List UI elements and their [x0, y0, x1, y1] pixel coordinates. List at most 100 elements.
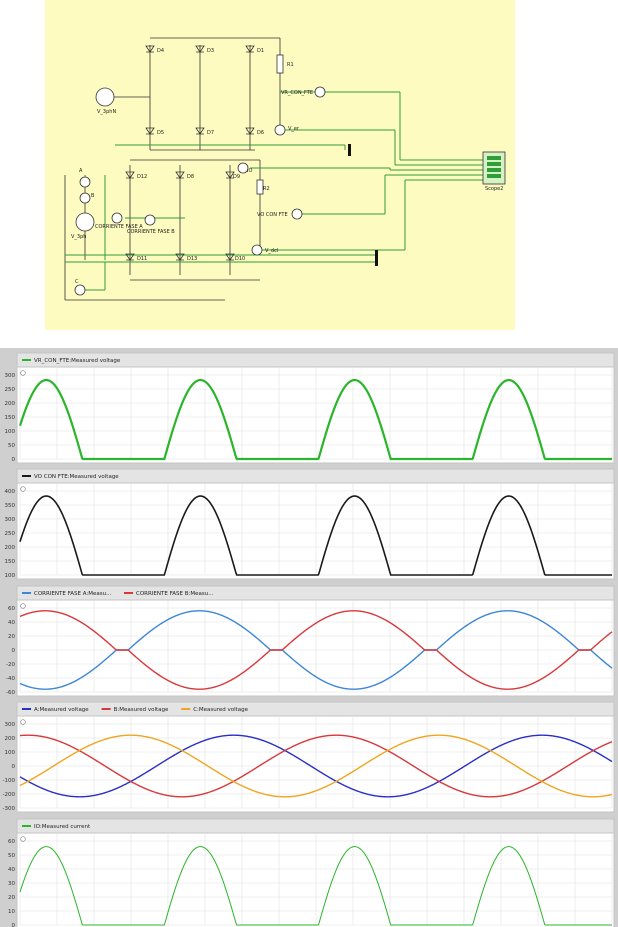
- label-v-dcl: V_dcl: [265, 248, 278, 254]
- panel-cursor-icon[interactable]: [20, 603, 26, 609]
- label-r1: R1: [287, 62, 294, 68]
- meter-symbols: [74, 86, 326, 296]
- y-tick-label: 200: [5, 736, 16, 742]
- y-tick-label: 0: [12, 457, 16, 463]
- legend-entry: B:Measured voltage: [114, 707, 169, 713]
- series-line: [19, 495, 612, 576]
- panel-plot-area: [16, 366, 615, 464]
- series-line: [19, 734, 613, 798]
- y-tick-label: 40: [8, 620, 15, 626]
- scope-panel-2: 400 350 300 250 200 150 100 VO CON FTE:Measured…: [5, 468, 615, 580]
- legend-entry: CORRIENTE FASE A:Measu...: [34, 591, 112, 597]
- y-tick-label: 0: [12, 923, 16, 927]
- y-tick-label: 50: [8, 853, 15, 859]
- y-tick-label: 50: [8, 443, 15, 449]
- series-line: [18, 378, 612, 461]
- y-tick-label: -300: [3, 806, 16, 812]
- y-tick-label: -40: [6, 676, 15, 682]
- label-vr-con-fte: VR_CON_FTE: [281, 90, 313, 96]
- label-d5: D5: [157, 130, 164, 136]
- panel-header: [16, 818, 615, 834]
- scope-block: [482, 151, 506, 185]
- y-tick-label: -100: [3, 778, 16, 784]
- y-tick-label: 0: [12, 764, 16, 770]
- switch-blocks: [348, 144, 378, 266]
- label-d1: D1: [257, 48, 264, 54]
- label-d6: D6: [257, 130, 264, 136]
- panel-cursor-icon[interactable]: [20, 486, 26, 492]
- label-d9: D9: [233, 174, 240, 180]
- y-tick-label: 300: [5, 722, 16, 728]
- label-vph: V_3ph: [71, 234, 86, 240]
- panel-plot-area: [16, 832, 615, 927]
- label-d12: D12: [137, 174, 147, 180]
- legend-entry: C:Measured voltage: [193, 707, 248, 713]
- label-a: A: [79, 168, 83, 174]
- y-tick-label: 200: [5, 545, 16, 551]
- panel-cursor-icon[interactable]: [20, 370, 26, 376]
- legend-entry: VO CON FTE:Measured voltage: [34, 474, 119, 480]
- y-tick-label: 400: [5, 489, 16, 495]
- label-d4: D4: [157, 48, 164, 54]
- legend-entry: CORRIENTE FASE B:Measu...: [136, 591, 214, 597]
- y-tick-label: 60: [8, 839, 15, 845]
- label-d8: D8: [187, 174, 194, 180]
- wires-green: [65, 91, 483, 291]
- label-corriente-a: CORRIENTE FASE A: [95, 224, 143, 230]
- y-tick-label: 300: [5, 373, 16, 379]
- label-r2: R2: [263, 186, 270, 192]
- y-tick-label: 100: [5, 429, 16, 435]
- legend-entry: VR_CON_FTE:Measured voltage: [34, 358, 121, 364]
- resistor-symbols: [256, 54, 284, 195]
- y-tick-label: 350: [5, 503, 16, 509]
- y-tick-label: -60: [6, 690, 15, 696]
- label-c: C: [75, 279, 79, 285]
- y-tick-label: -20: [6, 662, 15, 668]
- circuit-schematic: D4 D3 D1 R1 V_3phN VR_CON_FTE D5 D7 D6 V…: [45, 0, 515, 330]
- label-d3: D3: [207, 48, 214, 54]
- series-line: [19, 734, 613, 798]
- label-vphn: V_3phN: [97, 109, 116, 115]
- panel-cursor-icon[interactable]: [20, 719, 26, 725]
- y-tick-label: 100: [5, 750, 16, 756]
- scope-panel-3: 60 40 20 0 -20 -40 -60 CORRIENTE FASE A:Measu..…: [6, 585, 615, 697]
- series-line: [19, 610, 613, 690]
- scope-panel-4: 300 200 100 0 -100 -200 -300 A:Measured voltage…: [3, 701, 615, 813]
- label-d7: D7: [207, 130, 214, 136]
- legend-entry: A:Measured voltage: [34, 707, 89, 713]
- panel-cursor-icon[interactable]: [20, 836, 26, 842]
- label-io: IO: [247, 168, 252, 174]
- label-b: B: [91, 193, 95, 199]
- panel-plot-area: [16, 482, 615, 580]
- y-tick-label: 10: [8, 909, 15, 915]
- label-vo-con-fte: VO CON FTE: [257, 212, 288, 218]
- y-tick-label: 100: [5, 573, 16, 579]
- label-scope: Scope2: [485, 186, 503, 192]
- label-d11: D11: [137, 256, 147, 262]
- y-tick-label: 30: [8, 881, 15, 887]
- y-tick-label: 0: [12, 648, 16, 654]
- y-tick-label: 20: [8, 634, 15, 640]
- label-corriente-b: CORRIENTE FASE B: [127, 229, 175, 235]
- series-line: [19, 846, 612, 926]
- y-tick-label: 40: [8, 867, 15, 873]
- panel-plot-area: [16, 599, 615, 697]
- scope-panel-1: 300 250 200 150 100 50 0 VR_CON_FTE:Measured vo…: [5, 352, 615, 464]
- label-d10: D10: [235, 256, 245, 262]
- y-tick-label: 250: [5, 387, 16, 393]
- series-line: [19, 734, 613, 798]
- y-tick-label: 60: [8, 606, 15, 612]
- y-tick-label: 150: [5, 559, 16, 565]
- y-tick-label: 250: [5, 531, 16, 537]
- y-tick-label: 20: [8, 895, 15, 901]
- y-tick-label: -200: [3, 792, 16, 798]
- y-tick-label: 200: [5, 401, 16, 407]
- y-tick-label: 300: [5, 517, 16, 523]
- panel-plot-area: [16, 715, 615, 813]
- diode-symbols: [125, 45, 255, 261]
- y-tick-label: 150: [5, 415, 16, 421]
- label-d13: D13: [187, 256, 197, 262]
- label-v-er: V_er: [288, 126, 300, 132]
